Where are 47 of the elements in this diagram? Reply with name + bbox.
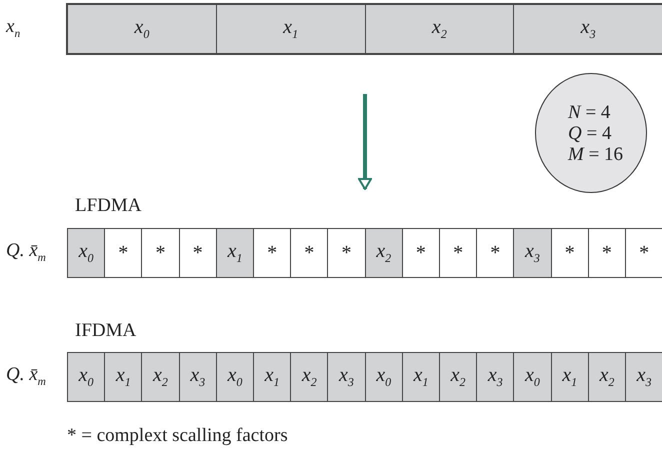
sample-cell: x$_{0}$ [67,352,106,402]
sample-cell: x$_{3}$ [178,352,217,402]
sample-cell: x$_{2}$ [588,352,626,402]
sample-cell: x$_{0}$ [513,352,552,402]
scaling-factor-cell: * [290,228,328,278]
sample-cell: x$_{2}$ [364,228,403,278]
sample-cell: x$_{1}$ [104,352,142,402]
sample-cell: x$_{0}$ [67,4,217,54]
parameter-value: N = 4 [568,102,612,122]
scaling-factor-cell: * [253,228,292,278]
scaling-factor-cell: * [104,228,142,278]
scaling-factor-cell: * [550,228,589,278]
scaling-factor-cell: * [327,228,366,278]
sample-cell: x$_{3}$ [476,352,514,402]
sample-cell: x$_{3}$ [513,4,662,54]
row-label: Q. x̄$_{m}$ [6,240,46,264]
sample-cell: x$_{2}$ [439,352,478,402]
sample-cell: x$_{1}$ [216,228,254,278]
array-bar [67,4,662,54]
sample-cell: x$_{1}$ [402,352,440,402]
sample-cell: x$_{0}$ [67,228,106,278]
parameter-value: Q = 4 [568,122,612,144]
row-heading: LFDMA [75,195,142,217]
scaling-factor-cell: * [439,228,478,278]
sample-cell: x$_{0}$ [216,352,254,402]
sample-cell: x$_{2}$ [290,352,328,402]
row-heading: IFDMA [75,320,136,342]
arrow [358,94,372,190]
scaling-factor-cell: * [402,228,440,278]
scaling-factor-cell: * [178,228,217,278]
scaling-factor-cell: * [141,228,180,278]
scaling-factor-cell: * [588,228,626,278]
sample-cell: x$_{1}$ [216,4,366,54]
sample-cell: x$_{2}$ [141,352,180,402]
sample-cell: x$_{1}$ [253,352,292,402]
sample-cell: x$_{3}$ [327,352,366,402]
row-label: x$_{n}$ [6,16,20,40]
sample-cell: x$_{1}$ [550,352,589,402]
note-text: * = complext scalling factors [67,425,288,447]
scaling-factor-cell: * [476,228,514,278]
sample-cell: x$_{0}$ [364,352,403,402]
sample-cell: x$_{2}$ [364,4,514,54]
sample-cell: x$_{3}$ [625,352,662,402]
parameter-value: M = 16 [568,144,624,164]
sample-cell: x$_{3}$ [513,228,552,278]
row-label: Q. x̄$_{m}$ [6,364,46,388]
scaling-factor-cell: * [625,228,662,278]
